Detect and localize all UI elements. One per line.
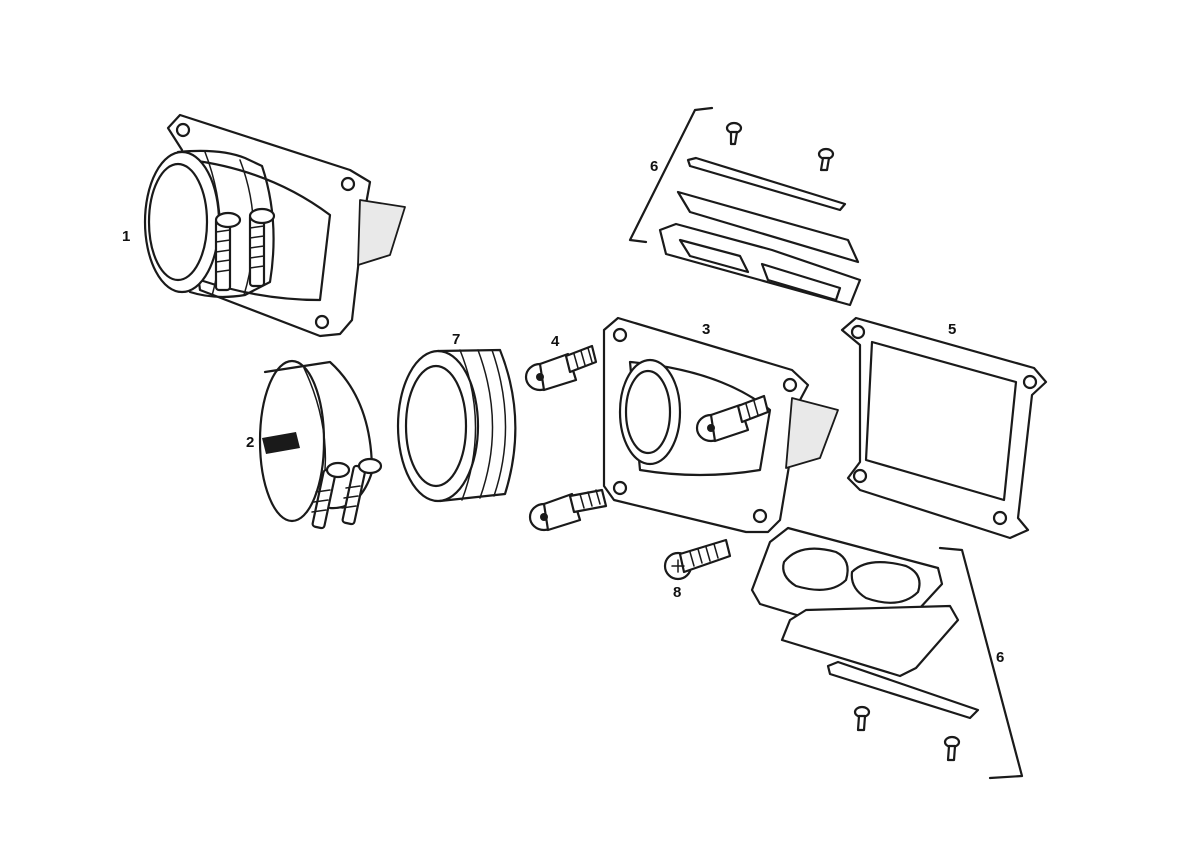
part-1-intake-manifold — [143, 113, 406, 338]
part-4-socket-screws — [524, 344, 608, 532]
part-7-rubber-sleeve — [396, 348, 517, 503]
label-2: 2 — [246, 434, 254, 451]
part-3-manifold-flange — [602, 316, 839, 534]
label-6-bottom: 6 — [996, 649, 1004, 666]
part-6-reed-valve-bottom — [750, 526, 1024, 780]
part-2-hose-clamp — [258, 359, 383, 530]
part-8-screw — [663, 538, 732, 581]
label-5: 5 — [948, 321, 956, 338]
label-8: 8 — [673, 584, 681, 601]
part-5-gasket — [840, 316, 1048, 540]
label-3: 3 — [702, 321, 710, 338]
label-1: 1 — [122, 228, 130, 245]
label-4: 4 — [551, 333, 560, 350]
label-6-top: 6 — [650, 158, 658, 175]
part-6-reed-valve-top — [628, 106, 862, 307]
label-7: 7 — [452, 331, 460, 348]
